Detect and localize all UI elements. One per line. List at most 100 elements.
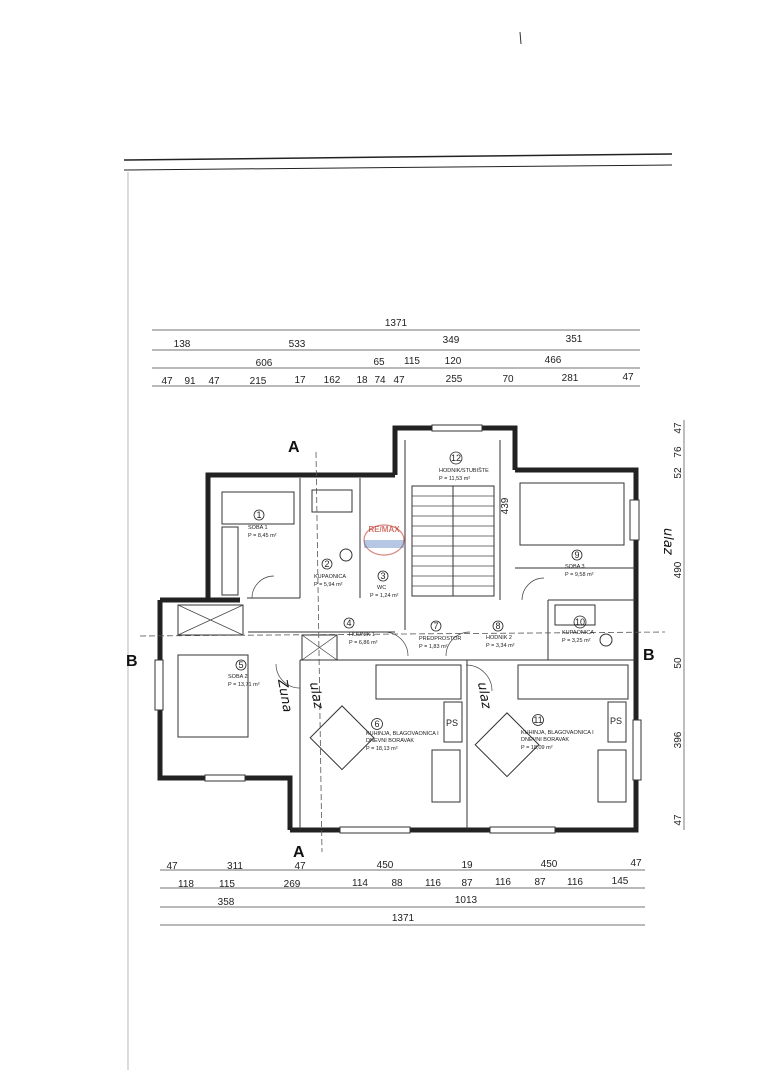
room-name: SOBA 1 — [248, 525, 268, 531]
toilet-icon — [339, 548, 353, 562]
room-number: 2 — [324, 559, 329, 569]
dim-bottom: 145 — [612, 876, 629, 887]
dim-top: 533 — [289, 339, 306, 350]
room-number: 10 — [575, 617, 585, 627]
dim-bottom: 269 — [284, 879, 301, 890]
dim-right: 47 — [673, 422, 684, 434]
dim-top: 70 — [502, 374, 514, 385]
dim-bottom: 87 — [534, 877, 546, 888]
dim-right: 47 — [673, 814, 684, 826]
dim-bottom: 450 — [541, 859, 558, 870]
bed-icon — [519, 482, 625, 546]
dim-right: 52 — [673, 467, 684, 479]
dim-bottom: 116 — [567, 877, 583, 888]
dim-top: 47 — [208, 376, 220, 387]
dim-top: 351 — [566, 334, 583, 345]
wardrobe-icon — [221, 526, 239, 596]
section-a-top: A — [288, 439, 300, 456]
dim-top: 47 — [393, 375, 405, 386]
ps-label: PS — [446, 718, 458, 728]
top-dimensions: 1371 138 533 349 351 606 65 115 120 466 … — [152, 318, 640, 387]
section-b-right: B — [643, 647, 655, 664]
room-name: HODNIK/STUBIŠTE — [439, 467, 489, 474]
room-name: HODNIK 2 — [486, 635, 512, 641]
kitchen-counter-icon — [517, 664, 629, 700]
dim-bottom: 19 — [461, 860, 473, 871]
walls — [157, 425, 639, 833]
room-number: 9 — [574, 550, 579, 560]
staircase: 439 — [411, 485, 511, 597]
section-a-bottom: A — [293, 844, 305, 861]
room-number: 1 — [256, 510, 261, 520]
room-area: P = 5,94 m² — [314, 582, 343, 588]
dim-top: 115 — [404, 356, 420, 367]
room-area: P = 18,09 m² — [521, 745, 553, 751]
dim-top: 91 — [184, 376, 196, 387]
room-area: P = 3,34 m² — [486, 643, 515, 649]
dim-right: 50 — [673, 657, 684, 669]
stair-dimension: 439 — [500, 497, 511, 514]
dim-bottom: 1013 — [455, 895, 478, 906]
bottom-dimensions: 47 311 47 450 19 450 47 118 115 269 114 … — [160, 858, 645, 926]
room-area: P = 9,58 m² — [565, 572, 594, 578]
hand-note: ulaz — [306, 681, 326, 711]
room-number: 3 — [380, 571, 385, 581]
dim-bottom: 47 — [630, 858, 642, 869]
page-border — [123, 31, 673, 1070]
dim-bottom: 116 — [425, 878, 441, 889]
room-name: WC — [377, 585, 386, 591]
room-number: 7 — [433, 621, 438, 631]
dim-top: 215 — [250, 376, 267, 387]
dim-bottom: 47 — [294, 861, 306, 872]
dim-bottom: 114 — [352, 878, 368, 889]
dim-top: 281 — [562, 373, 579, 384]
dim-bottom: 118 — [178, 879, 194, 890]
dim-top: 120 — [445, 356, 462, 367]
dim-bottom: 358 — [218, 897, 235, 908]
dining-table-icon — [474, 712, 540, 778]
section-b-left: B — [126, 653, 138, 670]
dim-bottom: 115 — [219, 879, 235, 890]
room-area: P = 1,83 m² — [419, 644, 448, 650]
furniture — [177, 482, 629, 803]
dim-bottom: 311 — [227, 861, 243, 872]
dining-table-icon — [309, 705, 375, 771]
room-name: HODNIK 1 — [349, 632, 375, 638]
dim-top: 47 — [622, 372, 634, 383]
dim-right: 76 — [673, 446, 684, 458]
right-dimensions: 47 76 52 490 50 396 47 — [673, 420, 685, 830]
room-number: 12 — [451, 453, 461, 463]
section-lines: A A B B — [126, 439, 666, 861]
room-area: P = 1,24 m² — [370, 593, 399, 599]
dim-bottom: 88 — [391, 878, 403, 889]
hand-note: ulaz — [474, 681, 494, 711]
room-number: 5 — [238, 660, 243, 670]
room-area: P = 6,86 m² — [349, 640, 378, 646]
room-name: KUHINJA, BLAGOVAONICA I — [521, 730, 594, 736]
room-name-2: DNEVNI BORAVAK — [521, 737, 569, 743]
room-labels: 1 SOBA 1 P = 8,45 m² 2 KUPAONICA P = 5,9… — [228, 451, 622, 752]
room-area: P = 3,25 m² — [562, 638, 591, 644]
room-number: 11 — [533, 715, 542, 725]
room-area: P = 13,71 m² — [228, 682, 260, 688]
dim-top: 255 — [446, 374, 463, 385]
hand-note: Zuna — [274, 677, 295, 713]
hand-note: ulaz — [660, 528, 675, 556]
dim-bottom: 87 — [461, 878, 473, 889]
dim-top: 74 — [374, 375, 386, 386]
room-name-2: DNEVNI BORAVAK — [366, 738, 414, 744]
dim-top: 349 — [443, 335, 460, 346]
dim-top: 18 — [356, 375, 368, 386]
room-number: 4 — [346, 618, 351, 628]
dim-bottom-total: 1371 — [392, 913, 415, 924]
room-area: P = 18,13 m² — [366, 746, 398, 752]
chimney-icon — [607, 701, 627, 743]
room-name: KUPAONICA — [314, 574, 346, 580]
dim-right: 396 — [673, 731, 684, 748]
dim-bottom: 450 — [377, 860, 394, 871]
room-number: 8 — [495, 621, 500, 631]
wardrobe-icon — [177, 604, 244, 636]
dim-top: 17 — [294, 375, 306, 386]
remax-logo: RE/MAX — [363, 524, 405, 556]
